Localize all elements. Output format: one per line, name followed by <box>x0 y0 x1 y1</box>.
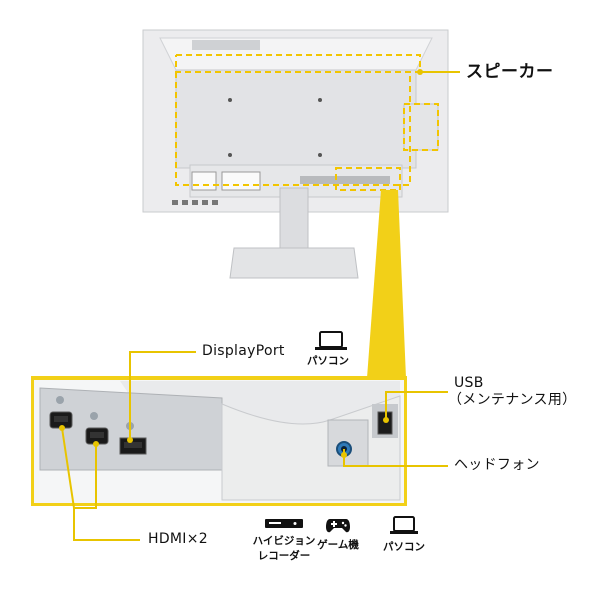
hdmi-label: HDMI×2 <box>148 531 208 547</box>
speaker-label: スピーカー <box>466 62 554 82</box>
device-label-line2: レコーダー <box>257 550 311 562</box>
displayport-callout-line <box>129 351 196 440</box>
usb-label: USB <box>454 375 484 391</box>
recorder-icon <box>265 519 303 528</box>
hdmi-callout-line <box>61 427 140 541</box>
zoom-panel <box>31 376 407 506</box>
device-label-line1: パソコン <box>383 541 425 553</box>
displayport-laptop-icon <box>315 331 347 350</box>
zoom-funnel <box>367 190 406 378</box>
monitor-stand <box>229 187 359 279</box>
headphone-label: ヘッドフォン <box>454 457 540 473</box>
laptop-icon <box>390 516 418 534</box>
hdmi-device-recorder: ハイビジョン レコーダー <box>252 518 316 563</box>
monitor-back <box>142 29 449 213</box>
device-label-line1: ハイビジョン <box>252 535 316 547</box>
hdmi-device-game: ゲーム機 <box>310 516 366 552</box>
hdmi-device-pc: パソコン <box>374 516 434 554</box>
displayport-port <box>119 437 147 455</box>
ports-dashed-outline <box>335 167 401 191</box>
displayport-device-label: パソコン <box>307 355 349 367</box>
displayport-label: DisplayPort <box>202 343 285 359</box>
usb-note-label: （メンテナンス用） <box>448 392 577 408</box>
device-label-line1: ゲーム機 <box>317 539 359 551</box>
usb-callout-line <box>385 391 448 420</box>
game-controller-icon <box>326 519 350 533</box>
